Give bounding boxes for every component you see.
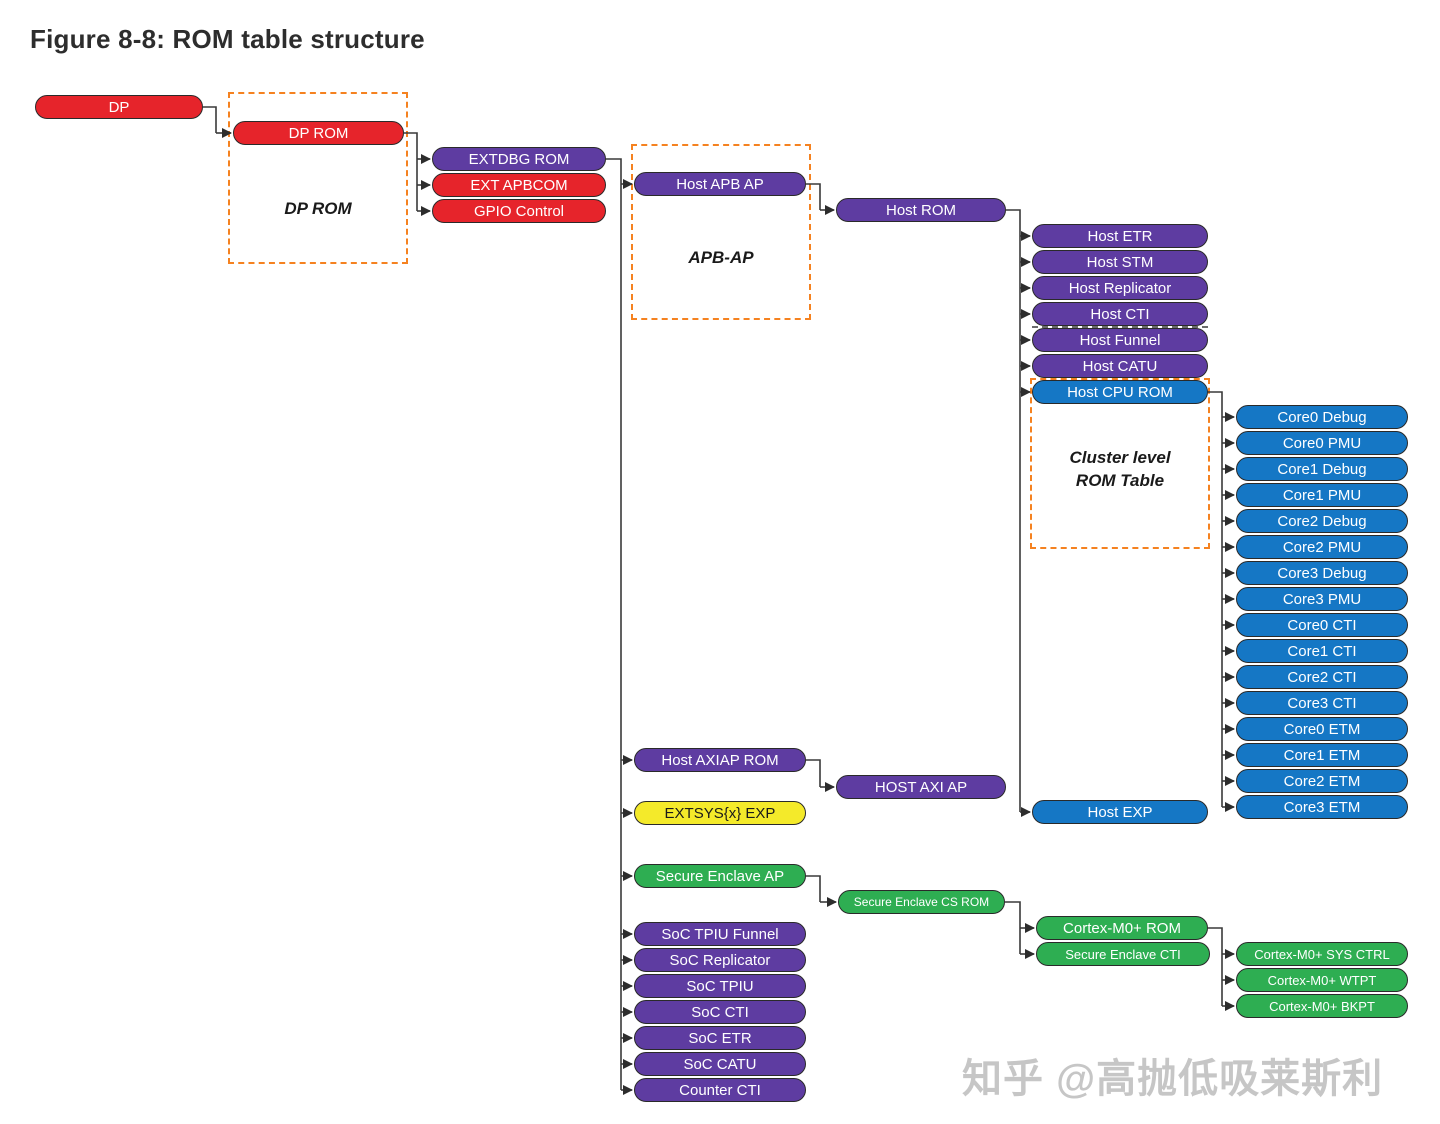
node-host-axiap-rom: Host AXIAP ROM	[634, 748, 806, 772]
node-counter-cti: Counter CTI	[634, 1078, 806, 1102]
connector-hostaxiap-spine	[806, 759, 821, 787]
node-host-replicator: Host Replicator	[1032, 276, 1208, 300]
node-extsys-exp: EXTSYS{x} EXP	[634, 801, 806, 825]
node-core2-pmu: Core2 PMU	[1236, 535, 1408, 559]
node-cortex-m0-bkpt: Cortex-M0+ BKPT	[1236, 994, 1408, 1018]
node-host-catu: Host CATU	[1032, 354, 1208, 378]
connector-hostcpurom-trunk	[1208, 391, 1223, 807]
node-ext-apbcom: EXT APBCOM	[432, 173, 606, 197]
node-core3-pmu: Core3 PMU	[1236, 587, 1408, 611]
node-host-stm: Host STM	[1032, 250, 1208, 274]
node-core1-etm: Core1 ETM	[1236, 743, 1408, 767]
cluster-rom-group-box: Cluster level ROM Table	[1030, 378, 1210, 549]
node-gpio-control: GPIO Control	[432, 199, 606, 223]
node-secure-enclave-cs-rom: Secure Enclave CS ROM	[838, 890, 1005, 914]
node-host-apb-ap: Host APB AP	[634, 172, 806, 196]
node-soc-etr: SoC ETR	[634, 1026, 806, 1050]
connector-secureap-spine	[806, 875, 821, 902]
node-core0-pmu: Core0 PMU	[1236, 431, 1408, 455]
watermark: 知乎 @高抛低吸莱斯利	[962, 1057, 1384, 1101]
node-soc-catu: SoC CATU	[634, 1052, 806, 1076]
node-soc-replicator: SoC Replicator	[634, 948, 806, 972]
node-secure-enclave-cti: Secure Enclave CTI	[1036, 942, 1210, 966]
node-soc-cti: SoC CTI	[634, 1000, 806, 1024]
node-soc-tpiu-funnel: SoC TPIU Funnel	[634, 922, 806, 946]
node-dp-rom: DP ROM	[233, 121, 404, 145]
node-host-funnel: Host Funnel	[1032, 328, 1208, 352]
node-core1-debug: Core1 Debug	[1236, 457, 1408, 481]
node-host-exp: Host EXP	[1032, 800, 1208, 824]
node-cortex-m0-wtpt: Cortex-M0+ WTPT	[1236, 968, 1408, 992]
node-core1-pmu: Core1 PMU	[1236, 483, 1408, 507]
node-dp: DP	[35, 95, 203, 119]
connector-extdbg-trunk	[606, 158, 622, 1090]
node-core3-debug: Core3 Debug	[1236, 561, 1408, 585]
node-cortex-m0-sys-ctrl: Cortex-M0+ SYS CTRL	[1236, 942, 1408, 966]
node-extdbg-rom: EXTDBG ROM	[432, 147, 606, 171]
node-host-axi-ap: HOST AXI AP	[836, 775, 1006, 799]
cluster-rom-group-label-line2: ROM Table	[1075, 471, 1165, 490]
node-core1-cti: Core1 CTI	[1236, 639, 1408, 663]
apb-ap-group-box: APB-AP	[631, 144, 811, 320]
node-core2-cti: Core2 CTI	[1236, 665, 1408, 689]
node-core3-etm: Core3 ETM	[1236, 795, 1408, 819]
node-core0-debug: Core0 Debug	[1236, 405, 1408, 429]
node-core2-etm: Core2 ETM	[1236, 769, 1408, 793]
dp-rom-group-box: DP ROM	[228, 92, 408, 264]
node-host-cpu-rom: Host CPU ROM	[1032, 380, 1208, 404]
apb-ap-group-label: APB-AP	[688, 248, 754, 267]
dashed-divider	[1032, 326, 1208, 328]
node-core0-cti: Core0 CTI	[1236, 613, 1408, 637]
node-secure-enclave-ap: Secure Enclave AP	[634, 864, 806, 888]
cluster-rom-group-label-line1: Cluster level	[1069, 448, 1171, 467]
dp-rom-group-label: DP ROM	[284, 199, 352, 218]
connector-csrom-trunk	[1005, 901, 1021, 954]
node-core0-etm: Core0 ETM	[1236, 717, 1408, 741]
node-core3-cti: Core3 CTI	[1236, 691, 1408, 715]
node-host-etr: Host ETR	[1032, 224, 1208, 248]
connector-dp-spine	[203, 106, 217, 133]
connector-m0rom-trunk	[1208, 927, 1223, 1006]
node-core2-debug: Core2 Debug	[1236, 509, 1408, 533]
node-host-cti: Host CTI	[1032, 302, 1208, 326]
node-cortex-m0-rom: Cortex-M0+ ROM	[1036, 916, 1208, 940]
node-host-rom: Host ROM	[836, 198, 1006, 222]
node-soc-tpiu: SoC TPIU	[634, 974, 806, 998]
connector-hostrom-trunk	[1006, 209, 1021, 812]
figure-title: Figure 8-8: ROM table structure	[30, 24, 425, 54]
